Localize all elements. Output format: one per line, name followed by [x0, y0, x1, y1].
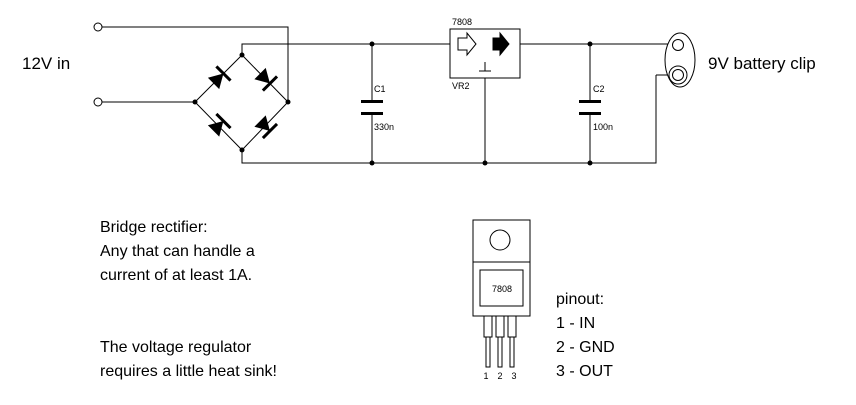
output-arrow-icon [492, 31, 510, 57]
pin-number-label: 3 [511, 371, 516, 381]
pinout-title: pinout: [556, 291, 604, 308]
bridge-rectifier [192, 52, 291, 153]
wire-rail-ground [241, 75, 657, 164]
to220-package [472, 219, 531, 368]
c2-ref-label: C2 [593, 84, 605, 94]
output-label: 9V battery clip [708, 54, 816, 73]
pin-number-label: 1 [483, 371, 488, 381]
rectifier-note-line: Bridge rectifier: [100, 219, 208, 236]
c2-value-label: 100n [593, 122, 613, 132]
regulator-part-label: 7808 [452, 17, 472, 27]
rectifier-note-line: Any that can handle a [100, 243, 255, 260]
c1-ref-label: C1 [374, 84, 386, 94]
heatsink-note-line: requires a little heat sink! [100, 363, 277, 380]
voltage-regulator [449, 28, 521, 163]
package-part-label: 7808 [492, 284, 512, 294]
input-terminal-bottom [93, 97, 103, 107]
pinout-item: 3 - OUT [556, 363, 613, 380]
rectifier-note-line: current of at least 1A. [100, 267, 252, 284]
wire-input-top [102, 26, 289, 102]
ground-symbol-icon [479, 62, 491, 72]
battery-clip [664, 32, 696, 88]
pinout-item: 1 - IN [556, 315, 595, 332]
input-arrow-icon [457, 31, 477, 57]
heatsink-note-line: The voltage regulator [100, 339, 252, 356]
wire-rail-positive [241, 43, 450, 55]
regulator-ref-label: VR2 [452, 81, 470, 91]
capacitor-c2 [579, 44, 601, 163]
c1-value-label: 330n [374, 122, 394, 132]
input-label: 12V in [22, 54, 70, 73]
capacitor-c1 [361, 44, 383, 163]
pinout-item: 2 - GND [556, 339, 615, 356]
input-terminal-top [93, 22, 103, 32]
pin-number-label: 2 [497, 371, 502, 381]
